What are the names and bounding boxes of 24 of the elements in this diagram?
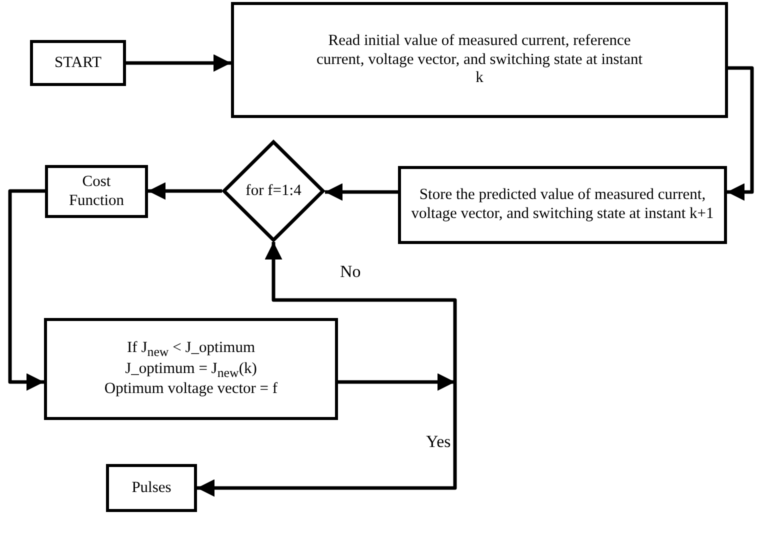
node-text: J_optimum = J$_{new}$(k) (125, 360, 257, 380)
process-box (44, 318, 338, 420)
node-text: Read initial value of measured current, reference current, voltage vector, and switching state at instant k (315, 32, 644, 88)
process-box (398, 166, 727, 244)
arrow (338, 373, 455, 391)
process-box (106, 464, 197, 512)
node-text: Optimum voltage vector = f (104, 380, 278, 399)
arrow (126, 54, 231, 72)
arrow (8, 189, 45, 391)
node-text: START (54, 54, 102, 72)
terminal-box (30, 40, 126, 86)
decision-diamond (222, 140, 325, 242)
arrow (727, 66, 754, 201)
node-text: Cost Function (68, 172, 126, 210)
node-text: Store the predicted value of measured current, voltage vector, and switching state at instant k+1 (411, 186, 714, 224)
node-text: Pulses (132, 478, 172, 498)
node-text: If J$_{new}$ < J_optimum (127, 339, 255, 360)
arrow (148, 182, 222, 200)
node-text: for f=1:4 (244, 182, 302, 200)
arrow (264, 242, 457, 382)
arrow (325, 183, 398, 201)
process-box (45, 165, 148, 218)
process-box (231, 2, 728, 118)
arrow (197, 382, 457, 497)
